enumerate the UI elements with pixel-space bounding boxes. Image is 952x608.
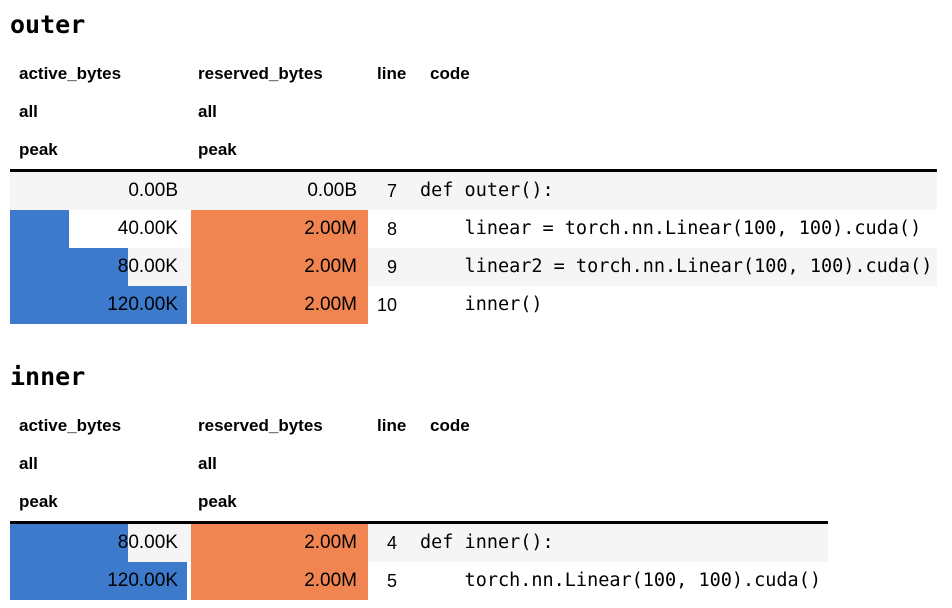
active-bytes-value: 40.00K — [117, 218, 178, 239]
subheader-reserved-all: all — [198, 102, 217, 121]
reserved-bytes-value: 2.00M — [304, 256, 357, 277]
column-header-line: line — [377, 64, 407, 83]
active-bytes-value: 120.00K — [107, 294, 178, 315]
reserved-bytes-bar — [191, 248, 368, 286]
line-number: 9 — [368, 248, 410, 286]
line-number: 10 — [376, 295, 397, 315]
subheader-row-all: all all — [10, 93, 937, 131]
line-number: 8 — [386, 219, 397, 239]
table-row: 120.00K 2.00M 5 torch.nn.Linear(100, 100… — [10, 562, 828, 600]
profiler-table-outer: active_bytes reserved_bytes line code al… — [10, 55, 937, 324]
table-row: 120.00K 2.00M 10 inner() — [10, 286, 937, 324]
reserved-bytes-cell: 2.00M — [189, 524, 368, 562]
column-header-active-bytes: active_bytes — [19, 64, 122, 83]
active-bytes-cell: 120.00K — [10, 562, 189, 600]
reserved-bytes-value: 2.00M — [304, 532, 357, 553]
line-number: 5 — [386, 571, 397, 591]
table-row: 0.00B 0.00B 7 def outer(): — [10, 172, 937, 210]
active-bytes-value: 80.00K — [117, 256, 178, 277]
reserved-bytes-cell: 2.00M — [189, 248, 368, 286]
reserved-bytes-cell: 2.00M — [189, 286, 368, 324]
subheader-active-peak: peak — [10, 131, 189, 172]
section-title-inner: inner — [10, 362, 86, 391]
column-header-line: line — [377, 416, 407, 435]
table-header: active_bytes reserved_bytes line code al… — [10, 55, 937, 172]
profiler-table-inner: active_bytes reserved_bytes line code al… — [10, 407, 828, 600]
active-bytes-bar — [10, 562, 187, 600]
table-header: active_bytes reserved_bytes line code al… — [10, 407, 828, 524]
column-header-row: active_bytes reserved_bytes line code — [10, 407, 828, 445]
reserved-bytes-value: 0.00B — [307, 180, 357, 201]
subheader-row-all: all all — [10, 445, 828, 483]
table-row: 40.00K 2.00M 8 linear = torch.nn.Linear(… — [10, 210, 937, 248]
subheader-row-peak: peak peak — [10, 483, 828, 524]
active-bytes-cell: 120.00K — [10, 286, 189, 324]
code-line: linear = torch.nn.Linear(100, 100).cuda(… — [420, 218, 922, 239]
reserved-bytes-bar — [191, 524, 368, 562]
reserved-bytes-bar — [191, 562, 368, 600]
line-number: 7 — [368, 172, 410, 210]
reserved-bytes-bar — [191, 210, 368, 248]
subheader-reserved-all: all — [198, 454, 217, 473]
column-header-reserved-bytes: reserved_bytes — [198, 64, 323, 83]
code-line: torch.nn.Linear(100, 100).cuda() — [420, 570, 821, 591]
section-title-outer: outer — [10, 10, 86, 39]
code-line: def inner(): — [410, 524, 828, 562]
table-row: 80.00K 2.00M 9 linear2 = torch.nn.Linear… — [10, 248, 937, 286]
subheader-row-peak: peak peak — [10, 131, 937, 172]
reserved-bytes-cell: 2.00M — [189, 562, 368, 600]
table-body: 80.00K 2.00M 4 def inner(): 120.00K — [10, 524, 828, 600]
reserved-bytes-value: 2.00M — [304, 294, 357, 315]
active-bytes-cell: 80.00K — [10, 524, 189, 562]
column-header-code: code — [430, 64, 470, 83]
reserved-bytes-cell: 2.00M — [189, 210, 368, 248]
table-body: 0.00B 0.00B 7 def outer(): 40.00K — [10, 172, 937, 324]
active-bytes-value: 0.00B — [128, 180, 178, 201]
active-bytes-bar — [10, 524, 128, 562]
subheader-reserved-peak: peak — [189, 483, 368, 524]
column-header-reserved-bytes: reserved_bytes — [198, 416, 323, 435]
column-header-code: code — [430, 416, 470, 435]
active-bytes-cell: 40.00K — [10, 210, 189, 248]
reserved-bytes-value: 2.00M — [304, 570, 357, 591]
subheader-active-peak: peak — [10, 483, 189, 524]
active-bytes-cell: 80.00K — [10, 248, 189, 286]
profiler-section-inner: inner active_bytes reserved_bytes line c… — [10, 364, 952, 600]
reserved-bytes-bar — [191, 286, 368, 324]
code-line: def outer(): — [410, 172, 937, 210]
subheader-active-all: all — [19, 454, 38, 473]
reserved-bytes-value: 2.00M — [304, 218, 357, 239]
code-line: inner() — [420, 294, 543, 315]
table-row: 80.00K 2.00M 4 def inner(): — [10, 524, 828, 562]
active-bytes-value: 120.00K — [107, 570, 178, 591]
active-bytes-cell: 0.00B — [10, 172, 189, 210]
subheader-reserved-peak: peak — [189, 131, 368, 172]
active-bytes-bar — [10, 248, 128, 286]
column-header-row: active_bytes reserved_bytes line code — [10, 55, 937, 93]
subheader-active-all: all — [19, 102, 38, 121]
line-number: 4 — [368, 524, 410, 562]
active-bytes-value: 80.00K — [117, 532, 178, 553]
profiler-section-outer: outer active_bytes reserved_bytes line c… — [10, 12, 952, 324]
active-bytes-bar — [10, 210, 69, 248]
reserved-bytes-cell: 0.00B — [189, 172, 368, 210]
column-header-active-bytes: active_bytes — [19, 416, 122, 435]
code-line: linear2 = torch.nn.Linear(100, 100).cuda… — [410, 248, 937, 286]
active-bytes-bar — [10, 286, 187, 324]
